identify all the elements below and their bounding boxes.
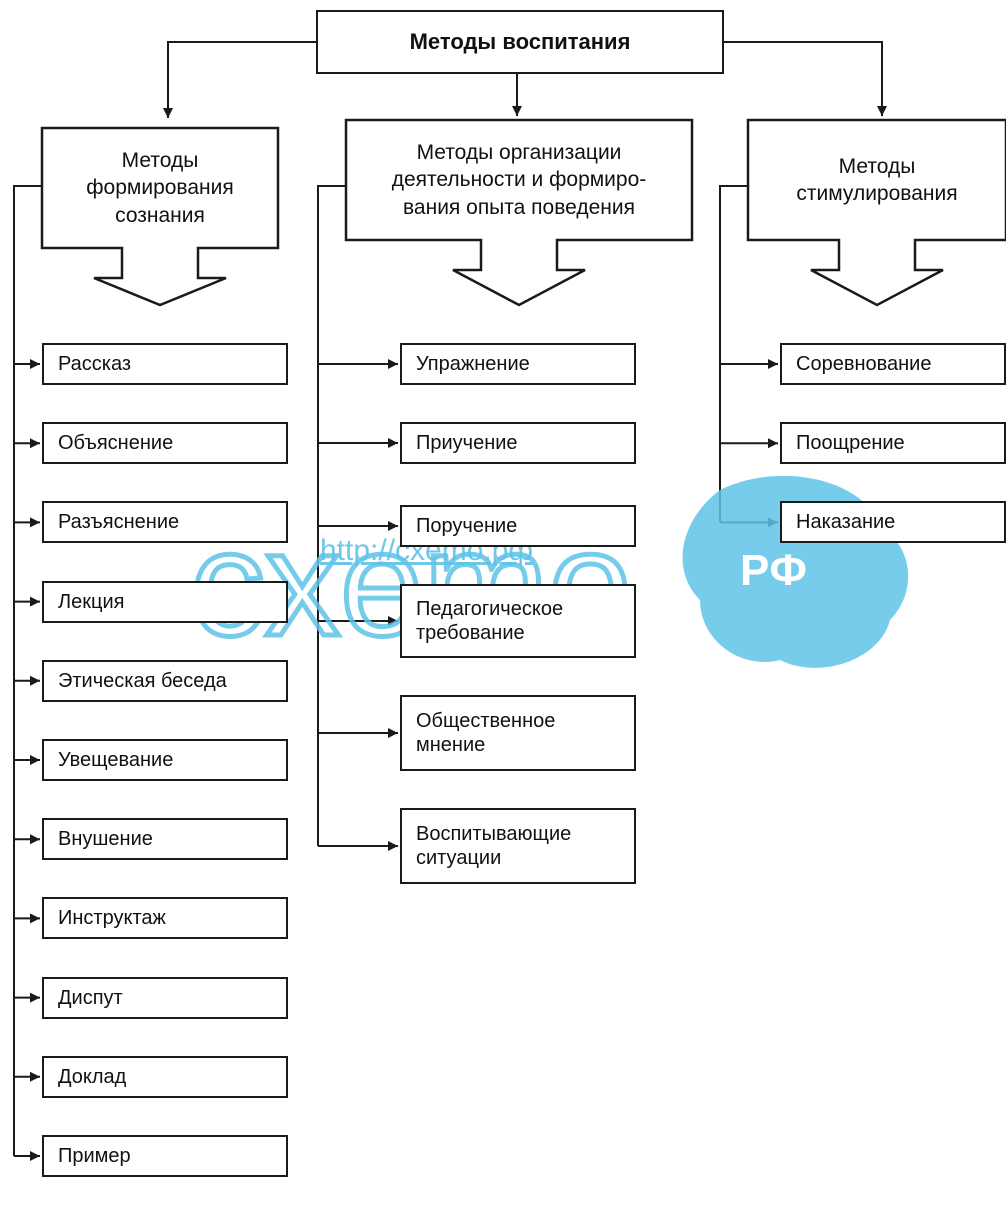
group-1-item: Объяснение — [42, 422, 288, 465]
group-3-item: Поощрение — [780, 422, 1006, 465]
group-2-header-shape — [344, 118, 694, 307]
group-2-trunk — [317, 185, 346, 846]
group-2-title: Методы организации деятельности и формиро… — [346, 139, 692, 221]
group-3-header-shape — [746, 118, 1006, 307]
group-1-item: Пример — [42, 1135, 288, 1177]
group-2-item: Упражнение — [400, 343, 636, 385]
group-1-item: Диспут — [42, 976, 288, 1019]
group-3-trunk — [719, 185, 748, 523]
root-label: Методы воспитания — [409, 28, 631, 54]
group-3-item: Соревнование — [780, 343, 1006, 385]
group-2-item: Поручение — [400, 505, 636, 547]
group-1-title-line: сознания — [115, 203, 205, 227]
group-1-title-line: формирования — [86, 176, 234, 200]
root-to-group-1-connector — [163, 41, 316, 118]
group-3-title-line: Методы — [838, 154, 916, 178]
group-3-item: Наказание — [780, 501, 1006, 544]
group-1-item: Разъяснение — [42, 501, 288, 544]
group-1-trunk — [13, 185, 42, 1156]
group-2-item: Общественное мнение — [400, 695, 636, 771]
root-to-group-3-connector — [724, 41, 887, 116]
group-2-title-line: деятельности и формиро- — [391, 168, 647, 192]
group-1-title: Методы формирования сознания — [42, 147, 278, 229]
group-2-item: Педагогическое требование — [400, 584, 636, 658]
group-1-item: Увещевание — [42, 739, 288, 781]
group-2-item: Приучение — [400, 422, 636, 464]
group-2-title-line: вания опыта поведения — [403, 195, 635, 219]
group-2-title-line: Методы организации — [416, 141, 622, 165]
group-1-item: Внушение — [42, 818, 288, 861]
group-1-item: Рассказ — [42, 343, 288, 385]
group-1-header-shape — [40, 126, 280, 307]
group-1-item: Доклад — [42, 1055, 288, 1098]
group-3-title-line: стимулирования — [796, 181, 958, 205]
group-2-item: Воспитывающие ситуации — [400, 808, 636, 884]
group-1-item: Инструктаж — [42, 897, 288, 940]
group-1-item: Этическая беседа — [42, 659, 288, 702]
root-node: Методы воспитания — [316, 10, 724, 74]
group-3-title: Методы стимулирования — [748, 153, 1006, 208]
group-1-title-line: Методы — [121, 149, 199, 173]
group-1-item: Лекция — [42, 580, 288, 623]
